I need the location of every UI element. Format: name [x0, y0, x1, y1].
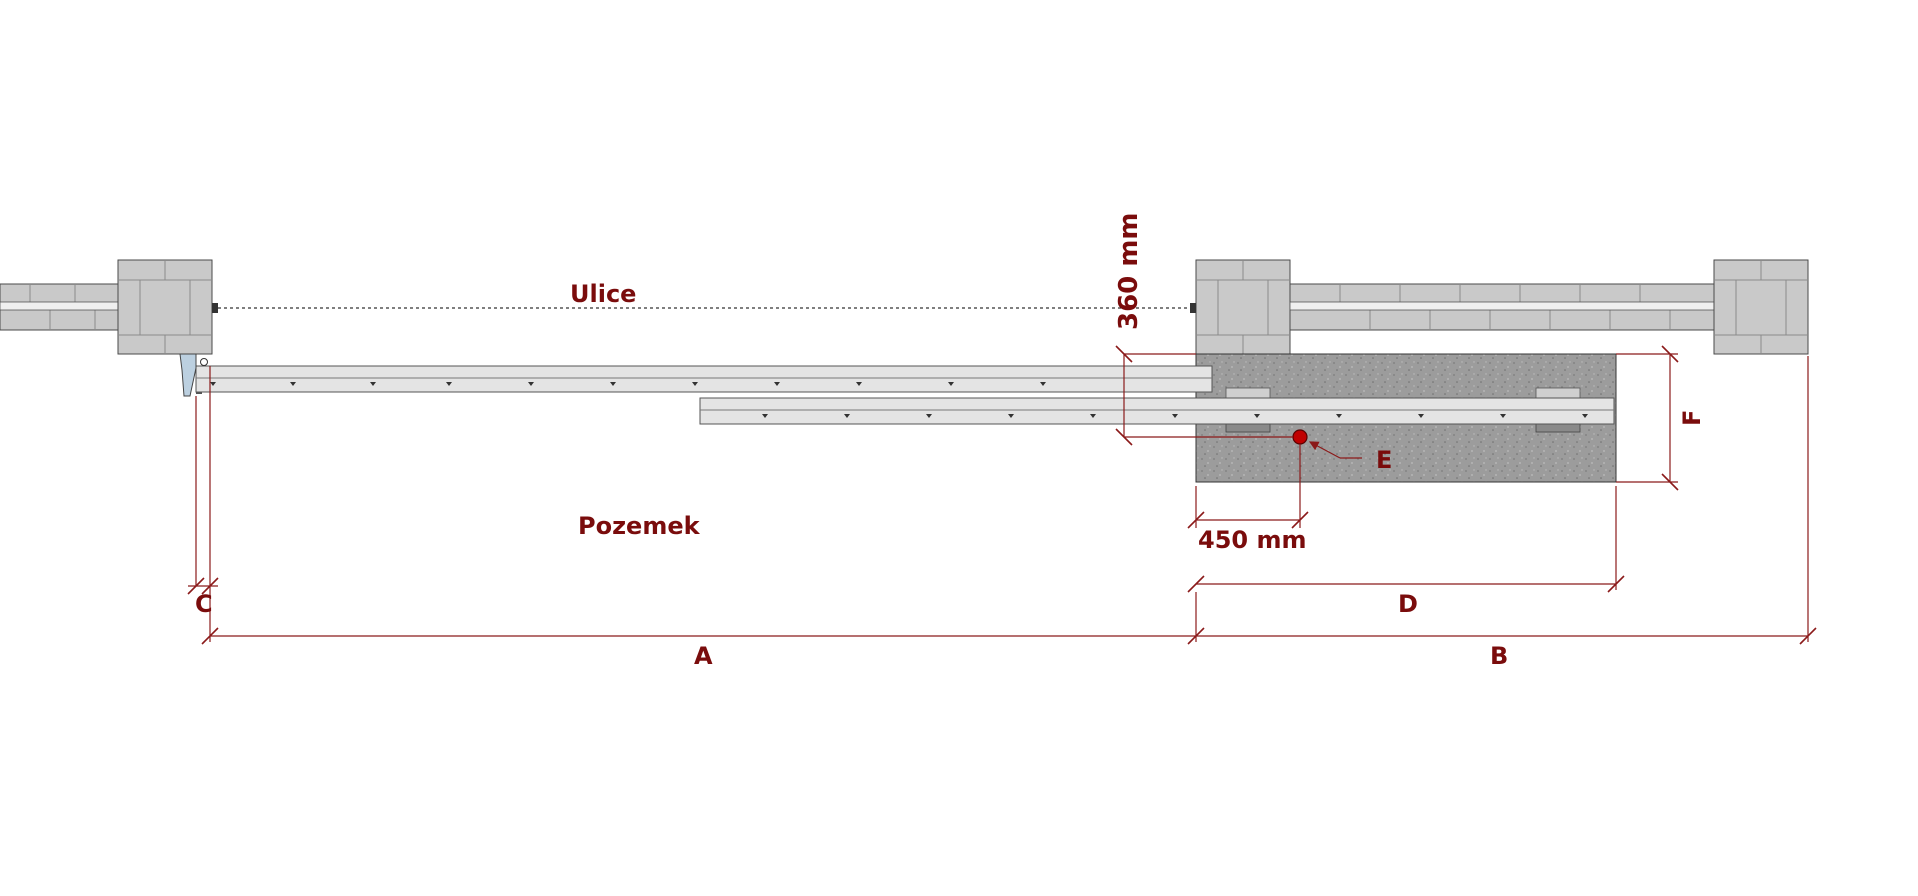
gate-leaf-lower [699, 397, 1615, 425]
left-fence-wall [0, 283, 119, 331]
dimension-c-label: C [195, 590, 213, 618]
dimension-c [187, 366, 219, 595]
dimension-d [1187, 486, 1625, 593]
dimension-450mm-label: 450 mm [1198, 526, 1306, 554]
right-fence-wall [1289, 283, 1715, 331]
gate-closing-line [212, 303, 1196, 313]
street-label: Ulice [570, 280, 636, 308]
dimension-f-label: F [1678, 410, 1706, 426]
left-pillar [117, 259, 213, 355]
dimension-b-label: B [1490, 642, 1508, 670]
dimension-a [201, 586, 1205, 645]
dimension-450mm [1187, 444, 1309, 529]
dimension-360mm-label: 360 mm [1114, 212, 1144, 330]
dimension-f [1616, 345, 1679, 491]
dimension-a-label: A [694, 642, 713, 670]
dimension-b [1196, 356, 1817, 645]
property-label: Pozemek [578, 512, 701, 540]
right-pillar [1713, 259, 1809, 355]
dimension-e-label: E [1376, 446, 1392, 474]
dimension-360mm [1115, 345, 1293, 446]
gate-leaf-upper [179, 353, 1213, 397]
dimension-d-label: D [1398, 590, 1418, 618]
middle-pillar [1195, 259, 1291, 355]
